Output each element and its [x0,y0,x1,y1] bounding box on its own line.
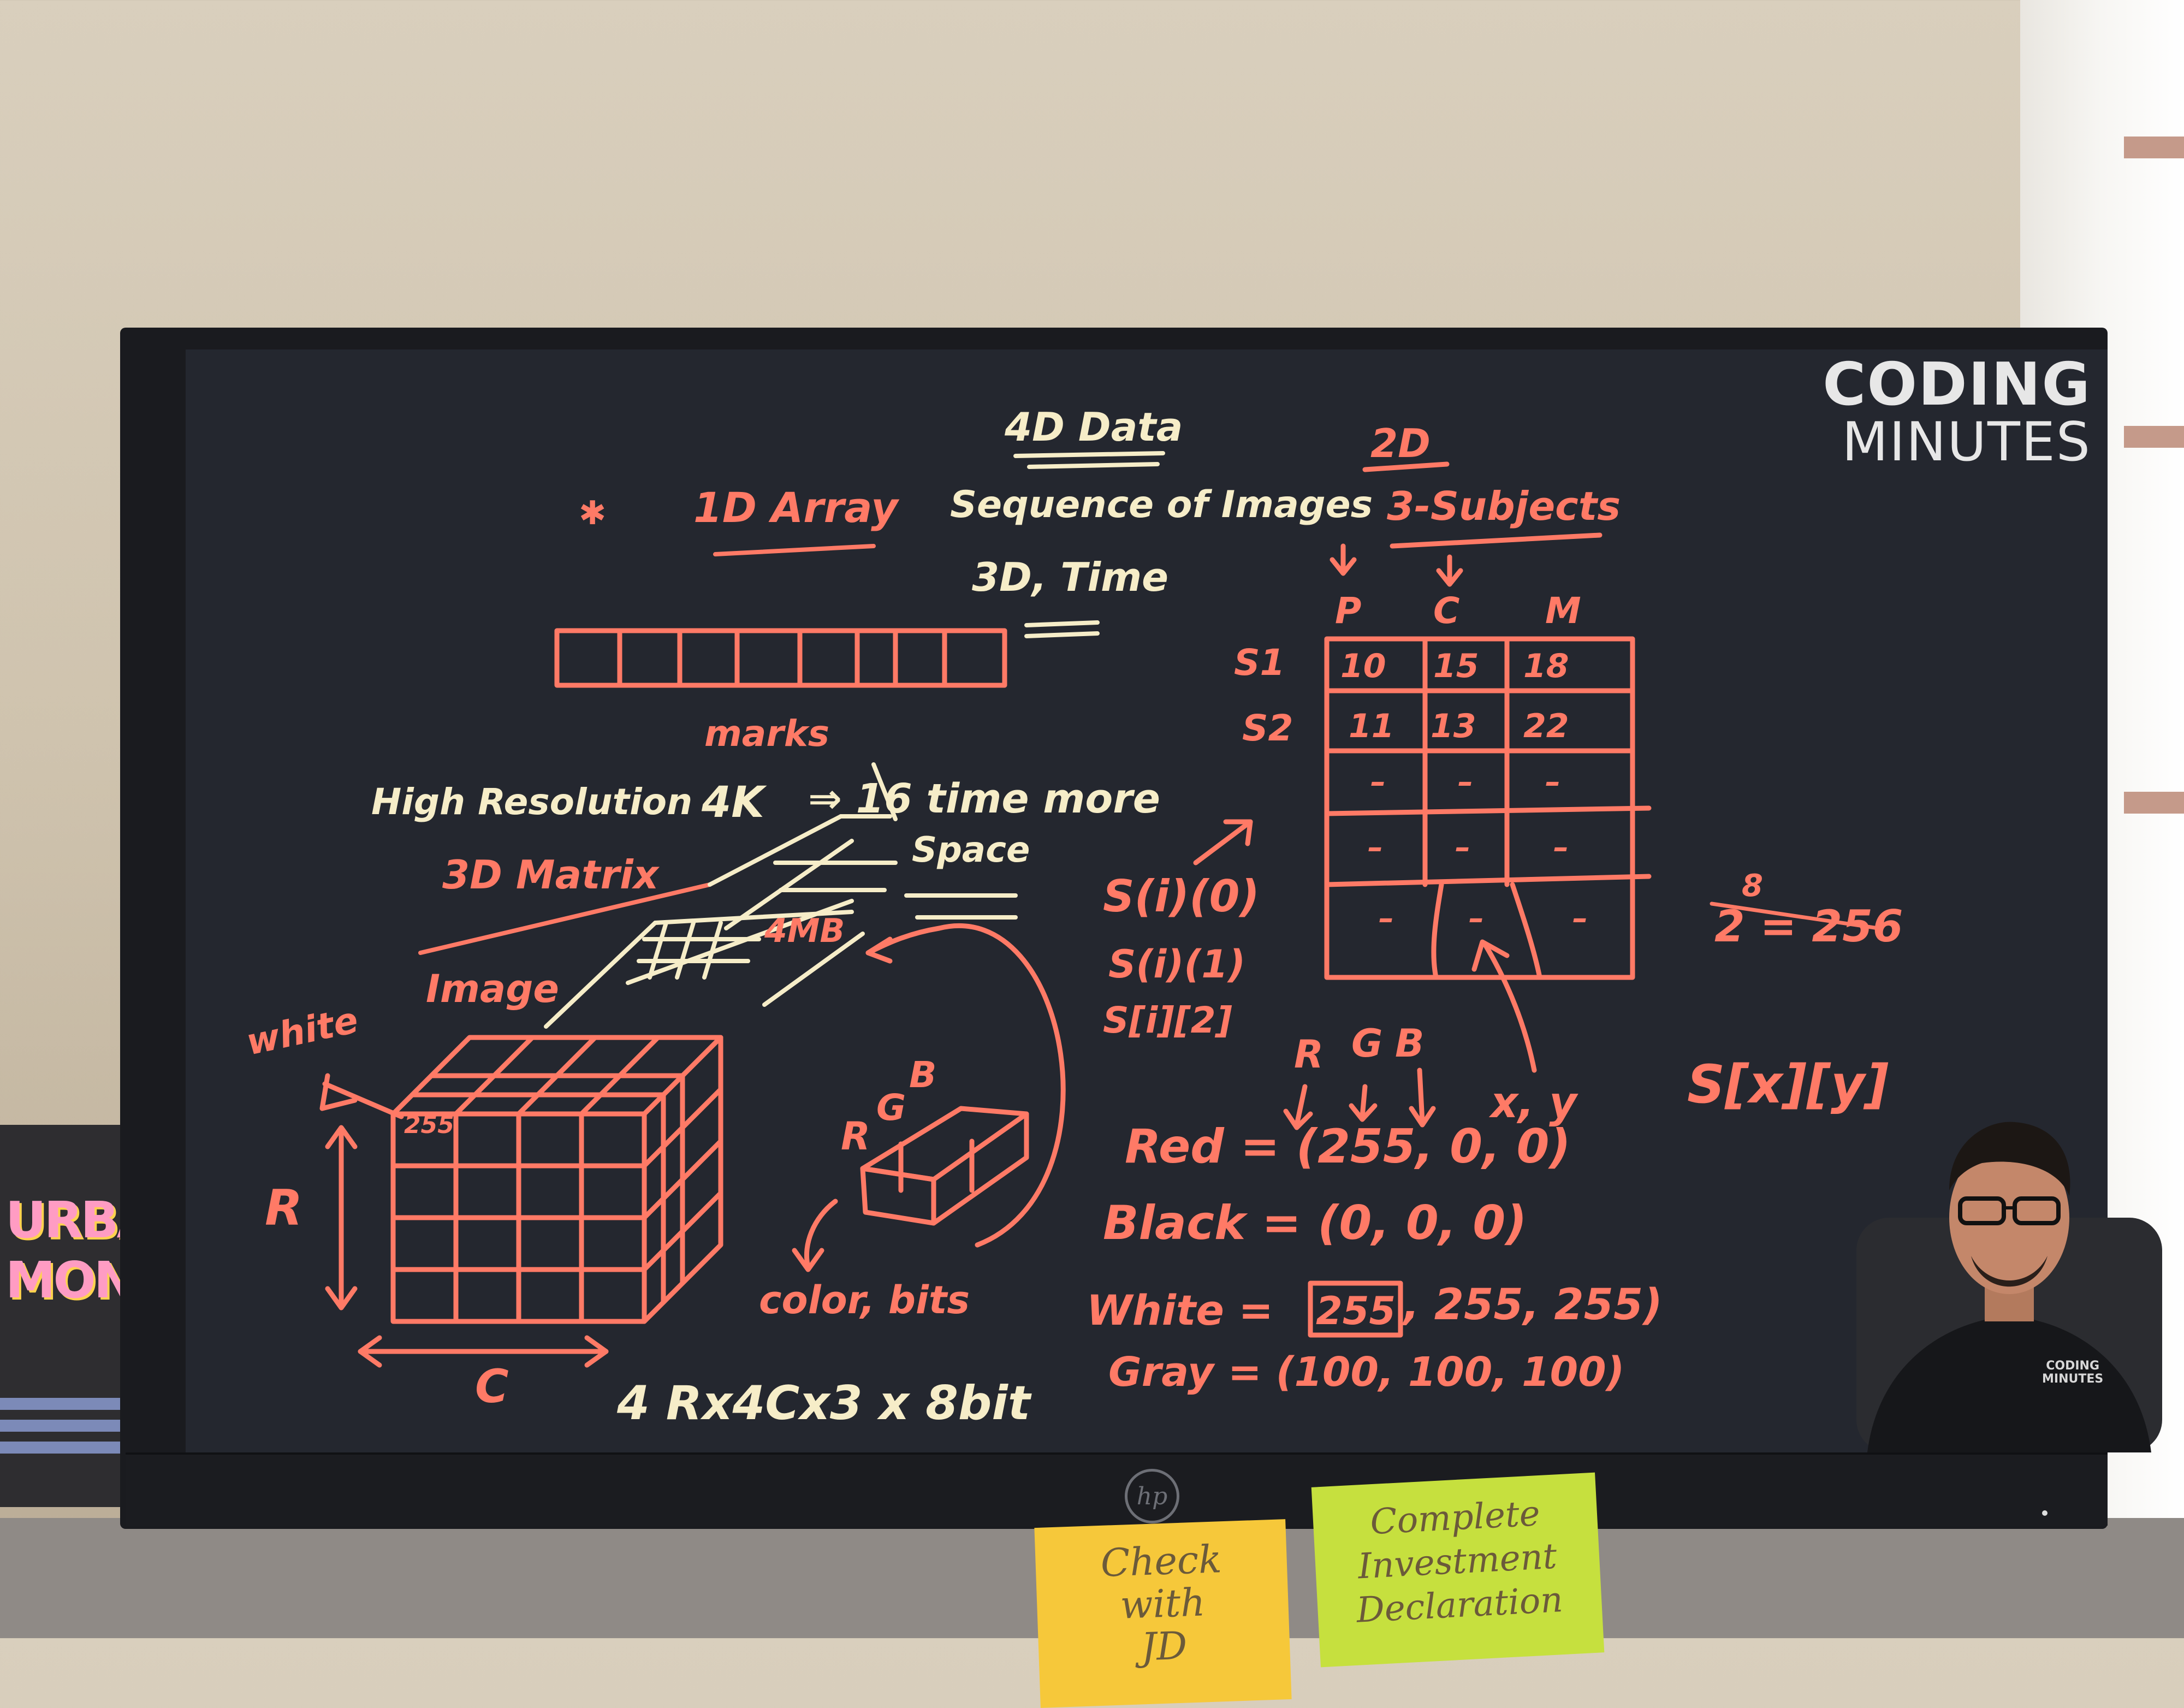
label-axis-r: R [265,1179,303,1237]
label-rgb2-r: R [1294,1032,1324,1077]
label-pow-eq: 2 = 256 [1714,901,1903,952]
label-color-bits: color, bits [759,1278,970,1322]
label-s-x-y: S[x][y] [1687,1054,1889,1115]
label-image: Image [426,966,559,1011]
sticky-note-yellow: Check with JD [1034,1519,1292,1708]
label-rgb2-g: G [1351,1021,1383,1066]
coding-minutes-logo: CODING MINUTES [1807,355,2091,470]
window-frame [2124,137,2184,158]
label-sequence-of-images: Sequence of Images [950,483,1373,526]
label-s-i-1: S(i)(1) [1108,942,1246,987]
label-high-resolution: High Resolution [371,781,693,823]
label-rgb-g: G [876,1087,906,1129]
label-rgb-r: R [841,1114,870,1159]
table-cell: 13 [1431,707,1476,745]
table-cell: 11 [1349,707,1394,745]
presenter-video [1856,1122,2162,1452]
label-3-subjects: 3-Subjects [1387,483,1621,529]
table-cell: – [1469,901,1484,936]
table-cell: – [1572,901,1588,936]
table-cell: – [1370,764,1386,800]
shirt-logo: CODING MINUTES [2042,1359,2104,1386]
eq-white-box-value: 255 [1316,1289,1396,1333]
label-4mb: 4MB [764,912,845,950]
label-marks: marks [704,713,830,755]
brand-line2: MINUTES [1842,411,2091,473]
white-value-box [1308,1280,1403,1338]
label-pow-exponent: 8 [1742,868,1763,904]
label-3d-time: 3D, Time [972,554,1168,600]
label-s-i-0: S(i)(0) [1103,871,1260,922]
window-frame [2124,426,2184,448]
label-255-small: 255 [404,1111,454,1139]
window-frame [2124,792,2184,814]
sticky-note-yellow-text: Check with JD [1100,1537,1222,1670]
col-header-c: C [1433,590,1460,632]
label-3d-matrix: 3D Matrix [442,852,659,898]
table-cell: 15 [1433,647,1479,685]
eq-black: Black = (0, 0, 0) [1103,1196,1527,1250]
array-1d-box [554,628,1007,688]
table-cell: – [1379,901,1394,936]
underline-1d [713,544,876,556]
label-formula: 4 Rx4Cx3 x 8bit [617,1376,1031,1431]
label-16-time-more: ⇒ 16 time more [808,775,1160,822]
table-cell: – [1455,830,1470,865]
row-header-s1: S1 [1234,642,1285,684]
table-cell: – [1458,764,1473,800]
monitor-chin [126,1452,2108,1526]
hp-logo-icon: hp [1125,1469,1179,1523]
col-header-p: P [1335,590,1362,632]
label-axis-c: C [475,1360,509,1413]
label-2d: 2D [1370,420,1431,466]
table-cell: 10 [1340,647,1386,685]
eq-red: Red = (255, 0, 0) [1125,1119,1571,1174]
label-4d-data: 4D Data [1005,404,1183,450]
label-xy: x, y [1491,1078,1577,1128]
table-cell: – [1368,830,1383,865]
label-rgb-b: B [909,1054,937,1096]
table-cell: 22 [1523,707,1569,745]
eq-white-rest: , 255, 255) [1403,1280,1663,1330]
label-space: Space [912,830,1030,870]
star-icon: ✱ [579,494,607,532]
whiteboard-drawing [319,451,1880,1368]
table-cell: – [1545,764,1560,800]
col-header-m: M [1545,590,1581,632]
table-cell: – [1553,830,1569,865]
eq-gray: Gray = (100, 100, 100) [1108,1349,1625,1396]
label-1d-array: 1D Array [693,483,898,532]
eq-white-label: White = [1087,1286,1273,1335]
image-cube [390,1035,723,1324]
brand-line1: CODING [1823,351,2091,419]
table-2d [1324,636,1652,980]
label-4k: 4K [702,778,764,827]
label-rgb2-b: B [1395,1021,1425,1066]
sticky-note-green-text: Complete Investment Declaration [1355,1493,1564,1631]
table-cell: 18 [1523,647,1569,685]
label-s-i-2: S[i][2] [1103,999,1232,1041]
row-header-s2: S2 [1242,707,1293,749]
power-led-icon [2042,1510,2048,1516]
